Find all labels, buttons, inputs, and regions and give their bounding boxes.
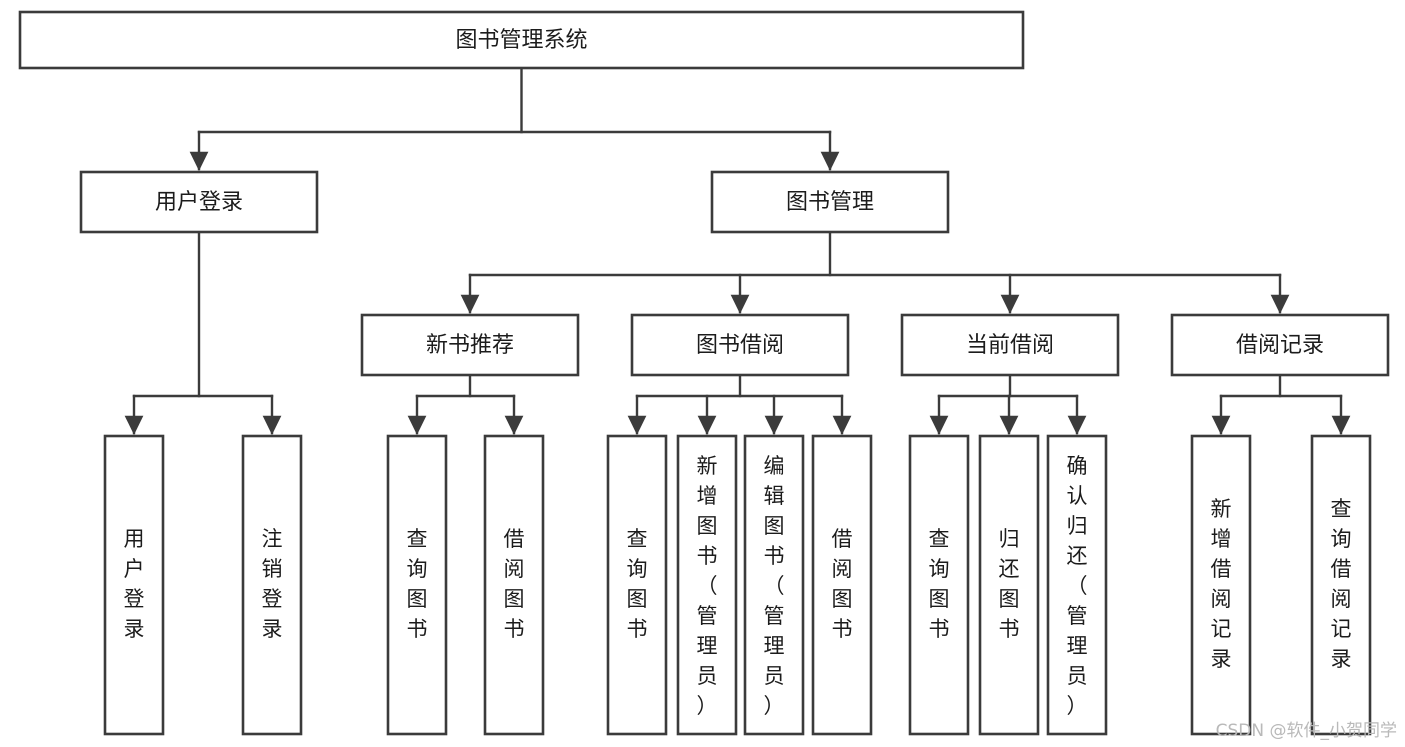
node-user-login[interactable]: 用户登录 xyxy=(79,170,319,234)
node-leaf-borrow-book-2[interactable]: 借阅图书 xyxy=(811,434,873,736)
node-label: 借阅图书 xyxy=(504,527,525,641)
edge-group-current-borrow xyxy=(929,373,1087,435)
node-label: 当前借阅 xyxy=(966,333,1054,358)
node-leaf-query-book-2[interactable]: 查询图书 xyxy=(606,434,668,736)
node-label: 编辑图书（管理员） xyxy=(764,454,785,718)
node-leaf-user-login[interactable]: 用户登录 xyxy=(103,434,165,736)
node-label: 用户登录 xyxy=(124,527,145,641)
watermark-text: CSDN @软件_小贺同学 xyxy=(1215,721,1397,741)
node-current-borrow[interactable]: 当前借阅 xyxy=(900,313,1120,377)
nodes-layer: 图书管理系统用户登录图书管理新书推荐图书借阅当前借阅借阅记录用户登录注销登录查询… xyxy=(18,10,1390,736)
node-leaf-query-record[interactable]: 查询借阅记录 xyxy=(1310,434,1372,736)
node-label: 注销登录 xyxy=(262,527,283,641)
node-label: 归还图书 xyxy=(999,527,1020,641)
node-label: 图书管理 xyxy=(786,190,874,215)
node-label: 用户登录 xyxy=(155,190,243,215)
node-book-borrow[interactable]: 图书借阅 xyxy=(630,313,850,377)
node-leaf-add-record[interactable]: 新增借阅记录 xyxy=(1190,434,1252,736)
node-root[interactable]: 图书管理系统 xyxy=(18,10,1025,70)
node-leaf-query-book-1[interactable]: 查询图书 xyxy=(386,434,448,736)
edge-group-root xyxy=(189,66,840,171)
node-leaf-add-book[interactable]: 新增图书（管理员） xyxy=(676,434,738,736)
edges-layer xyxy=(124,66,1351,435)
edge-group-book-manage xyxy=(460,230,1290,314)
node-label: 新增借阅记录 xyxy=(1211,497,1232,671)
node-label: 图书管理系统 xyxy=(455,28,587,53)
node-leaf-confirm-return[interactable]: 确认归还（管理员） xyxy=(1046,434,1108,736)
edge-group-borrow-record xyxy=(1211,373,1351,435)
node-label: 借阅图书 xyxy=(832,527,853,641)
edge-group-book-borrow xyxy=(627,373,852,435)
node-book-manage[interactable]: 图书管理 xyxy=(710,170,950,234)
node-label: 确认归还（管理员） xyxy=(1067,454,1088,718)
node-label: 新书推荐 xyxy=(426,333,514,358)
node-label: 查询图书 xyxy=(407,527,428,641)
node-label: 新增图书（管理员） xyxy=(697,454,718,718)
edge-group-new-book-rec xyxy=(407,373,524,435)
node-label: 借阅记录 xyxy=(1236,333,1324,358)
node-leaf-borrow-book-1[interactable]: 借阅图书 xyxy=(483,434,545,736)
node-leaf-query-book-3[interactable]: 查询图书 xyxy=(908,434,970,736)
node-leaf-return-book[interactable]: 归还图书 xyxy=(978,434,1040,736)
node-leaf-user-logout[interactable]: 注销登录 xyxy=(241,434,303,736)
node-label: 图书借阅 xyxy=(696,333,784,358)
node-leaf-edit-book[interactable]: 编辑图书（管理员） xyxy=(743,434,805,736)
node-borrow-record[interactable]: 借阅记录 xyxy=(1170,313,1390,377)
node-label: 查询借阅记录 xyxy=(1331,497,1352,671)
node-new-book-rec[interactable]: 新书推荐 xyxy=(360,313,580,377)
edge-group-user-login xyxy=(124,230,282,435)
node-label: 查询图书 xyxy=(627,527,648,641)
node-label: 查询图书 xyxy=(929,527,950,641)
